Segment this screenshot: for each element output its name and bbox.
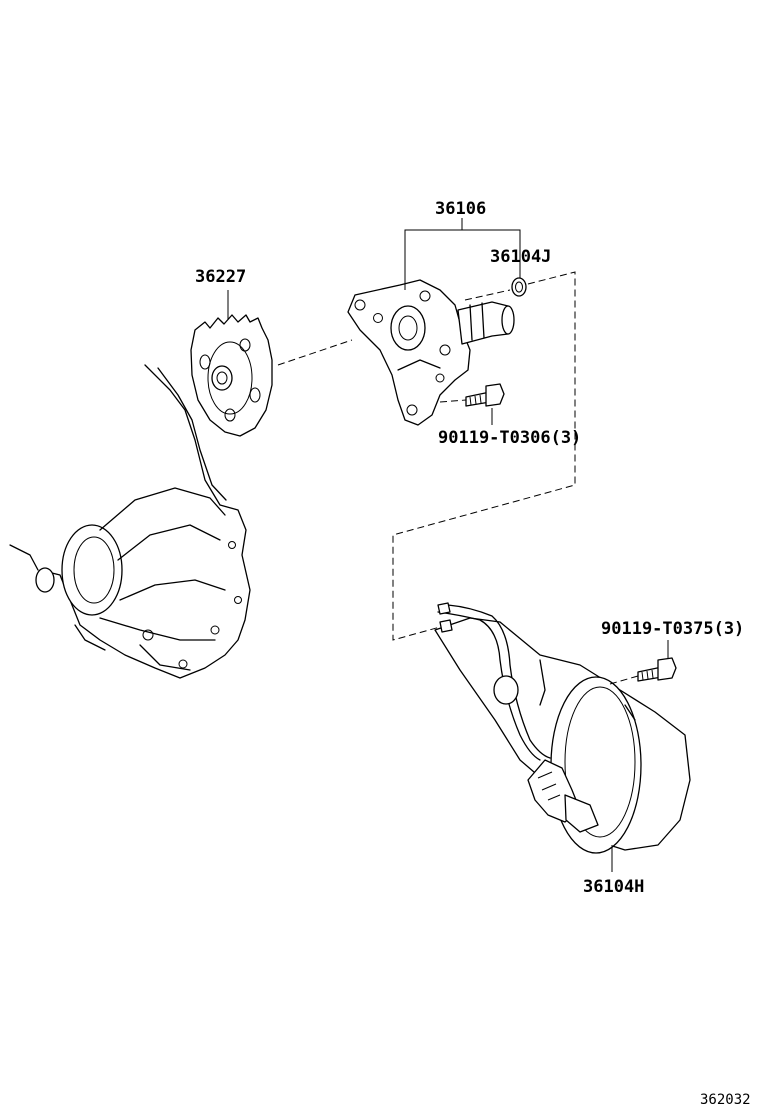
actuator-assembly-36106 — [347, 279, 515, 426]
sensor-cover-36104H — [434, 602, 691, 854]
bolt-90119-T0306 — [465, 383, 505, 407]
part-label-36104H: 36104H — [583, 877, 644, 897]
part-label-36106: 36106 — [435, 199, 486, 219]
part-label-90119-T0375: 90119-T0375(3) — [601, 619, 744, 639]
gear-part-36227 — [190, 314, 273, 437]
bolt-90119-T0375 — [637, 657, 677, 682]
part-label-90119-T0306: 90119-T0306(3) — [438, 428, 581, 448]
o-ring-36104J — [511, 277, 527, 297]
part-label-36227: 36227 — [195, 267, 246, 287]
transfer-case-housing — [9, 364, 251, 679]
alignment-lines — [277, 271, 639, 685]
part-label-36104J: 36104J — [490, 247, 551, 267]
figure-number: 362032 — [700, 1092, 751, 1108]
leader-lines — [227, 218, 669, 872]
